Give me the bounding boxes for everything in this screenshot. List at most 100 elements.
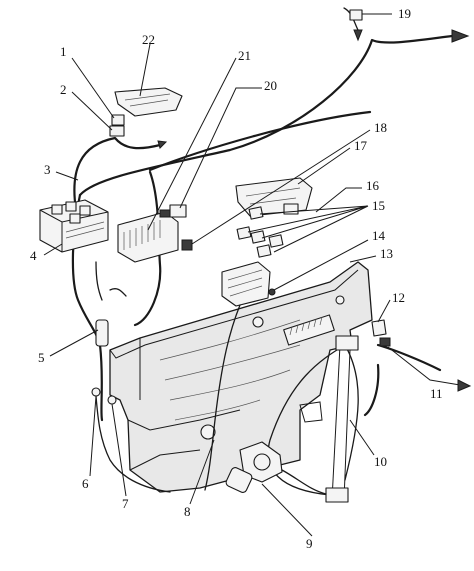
- leader-1: [71, 57, 115, 119]
- grommet-7: [107, 395, 117, 405]
- door-connector-body: [221, 261, 271, 307]
- harness-branch-18: [148, 110, 372, 172]
- connector-12: [371, 319, 387, 337]
- relay-c: [79, 205, 91, 216]
- fuse-holder-clip: [159, 209, 171, 218]
- connector-14: [268, 288, 276, 296]
- switch-15e: [268, 234, 284, 248]
- label-8: 8: [184, 504, 191, 519]
- window-motor: [225, 441, 327, 495]
- leader-12: [377, 299, 391, 323]
- label-6: 6: [82, 476, 89, 491]
- window-regulator: [267, 335, 359, 503]
- switch-group-15: [236, 206, 284, 258]
- door-inner-panel: [109, 261, 373, 493]
- door-connector-block: [204, 261, 276, 491]
- leader-18: [191, 129, 371, 245]
- motor-wire: [281, 469, 327, 495]
- leader-11: [387, 346, 461, 386]
- grommet-6: [91, 387, 101, 397]
- label-1: 1: [60, 44, 67, 59]
- harness-door-lower: [363, 363, 380, 417]
- relay-d: [69, 213, 81, 224]
- door-hole-c: [335, 295, 345, 305]
- label-5: 5: [38, 350, 45, 365]
- switch-panel-17-tab: [283, 203, 299, 215]
- door-lower-edge: [127, 409, 241, 471]
- switch-panel-17-body: [235, 177, 313, 217]
- door-connector-lead: [204, 304, 241, 491]
- label-21: 21: [238, 48, 251, 63]
- switch-15b: [236, 226, 252, 240]
- label-13: 13: [380, 246, 393, 261]
- harness-branch-2: [73, 136, 162, 212]
- regulator-bottom-bracket: [325, 487, 349, 503]
- harness-arrow: [451, 29, 470, 43]
- regulator-side-bracket: [299, 401, 323, 423]
- connector-19: [343, 7, 363, 42]
- label-19: 19: [398, 6, 411, 21]
- label-3: 3: [44, 162, 51, 177]
- leader-16: [315, 187, 362, 213]
- switch-15c: [250, 230, 266, 244]
- switch-panel-22-detail: [124, 93, 171, 107]
- motor-body: [225, 467, 253, 493]
- harness-left-lower: [95, 395, 171, 493]
- leader-10: [349, 419, 375, 456]
- label-9: 9: [306, 536, 313, 551]
- leader-7: [111, 403, 127, 497]
- fuse-relay-box: [39, 199, 109, 253]
- door-top-rail: [109, 269, 359, 400]
- regulator-cable-a: [267, 344, 346, 496]
- left-side-parts: [91, 261, 171, 493]
- door-connector-pins: [227, 269, 263, 297]
- leader-17: [297, 147, 351, 185]
- switch-15d: [256, 244, 272, 258]
- leader-4: [43, 243, 63, 256]
- leader-14: [273, 239, 369, 291]
- leader-21: [147, 57, 237, 231]
- wire-end-arrow: [157, 140, 168, 149]
- connector-19-body: [349, 9, 363, 21]
- leader-11-arrow: [457, 379, 472, 392]
- label-18: 18: [374, 120, 387, 135]
- leader-15: [247, 205, 369, 253]
- label-2: 2: [60, 82, 67, 97]
- harness-branch-21: [133, 170, 162, 327]
- connector-5-wire: [95, 261, 127, 301]
- label-22: 22: [142, 32, 155, 47]
- connector-19-tip: [353, 29, 363, 42]
- harness-to-arrow-19: [78, 34, 454, 197]
- leader-20: [179, 87, 262, 209]
- label-7: 7: [122, 496, 129, 511]
- panel-connector-strip: [283, 314, 335, 346]
- regulator-top-bracket: [335, 335, 359, 351]
- panel-connector-slots: [289, 316, 323, 336]
- fuse-holder-21: [117, 209, 179, 263]
- leader-9: [261, 483, 313, 537]
- label-4: 4: [30, 248, 37, 263]
- leader-3: [55, 171, 79, 181]
- relay-20: [169, 204, 187, 218]
- connector-2: [109, 125, 125, 137]
- leader-13: [349, 255, 377, 263]
- door-panel-ribs: [159, 319, 301, 421]
- connector-20b: [181, 239, 193, 251]
- relay-b: [65, 201, 77, 212]
- regulator-rail-right: [343, 349, 351, 501]
- leader-22: [139, 43, 151, 97]
- relay-a: [51, 204, 63, 215]
- label-10: 10: [374, 454, 387, 469]
- label-15: 15: [372, 198, 385, 213]
- door-hole-a: [200, 424, 216, 440]
- harness-branch-11: [376, 343, 442, 372]
- fuse-row: [65, 221, 105, 239]
- label-14: 14: [372, 228, 386, 243]
- regulator-cable-b: [344, 344, 359, 481]
- connector-1: [111, 114, 125, 126]
- number-labels: 1 2 3 4 5 6 7 8 9 10 11 12 13 14 15 16 1…: [30, 6, 443, 551]
- connector-11: [379, 337, 391, 347]
- switch-panel-22-body: [114, 87, 183, 117]
- leader-5: [49, 329, 99, 357]
- leader-2: [71, 91, 113, 131]
